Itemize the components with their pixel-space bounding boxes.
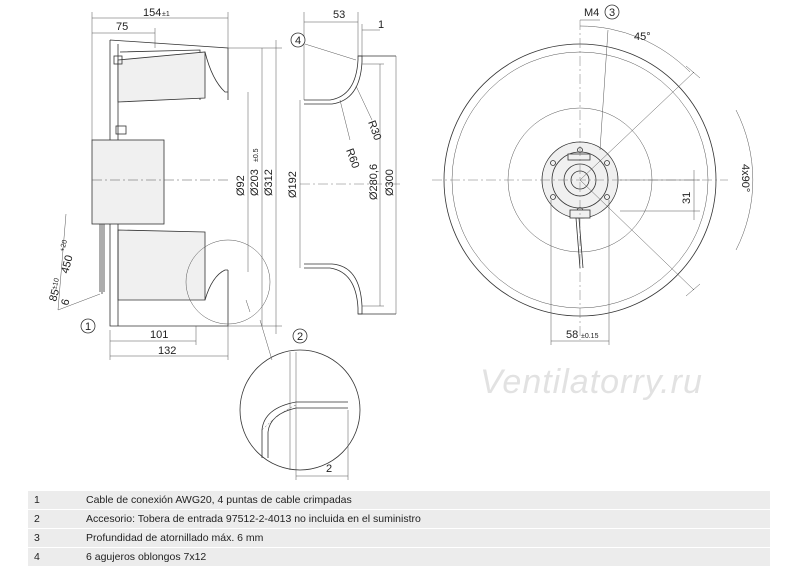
dim-d2806: Ø280,6 bbox=[368, 164, 380, 200]
legend-number: 3 bbox=[28, 528, 80, 548]
dim-101: 101 bbox=[150, 329, 168, 341]
dim-r30: R30 bbox=[365, 119, 383, 142]
dim-45: 45° bbox=[634, 31, 651, 43]
dim-cable: 450 bbox=[59, 254, 75, 275]
callout-1: 1 bbox=[85, 321, 91, 333]
dim-d203-tol: ±0.5 bbox=[253, 148, 260, 162]
callout-3: 3 bbox=[609, 7, 615, 19]
watermark: Ventilatorry.ru bbox=[480, 363, 703, 401]
dim-d203: Ø203 bbox=[249, 169, 261, 196]
legend-number: 1 bbox=[28, 490, 80, 510]
legend-number: 4 bbox=[28, 547, 80, 567]
dim-53: 53 bbox=[333, 9, 345, 21]
dim-detail-2: 2 bbox=[326, 463, 332, 475]
callout-4: 4 bbox=[295, 35, 301, 47]
legend-text: Cable de conexión AWG20, 4 puntas de cab… bbox=[80, 490, 770, 510]
dim-m4: M4 bbox=[584, 7, 599, 19]
dim-d92: Ø92 bbox=[235, 175, 247, 196]
callout-2: 2 bbox=[297, 331, 303, 343]
dim-75: 75 bbox=[116, 21, 128, 33]
front-view: 45° 4x90° M4 3 31 58 ±0.15 bbox=[432, 4, 754, 345]
drawing-canvas: Ventilatorry.ru 154 ±1 75 Ø92 bbox=[47, 4, 754, 480]
dim-r60: R60 bbox=[343, 147, 361, 170]
dim-31: 31 bbox=[681, 192, 693, 204]
technical-drawing: Ventilatorry.ru 154 ±1 75 Ø92 bbox=[47, 4, 754, 480]
dim-6: 6 bbox=[59, 298, 72, 307]
dim-strip: 85 bbox=[47, 288, 62, 303]
dim-1: 1 bbox=[378, 19, 384, 31]
dim-154-tol: ±1 bbox=[162, 11, 170, 18]
side-view: 154 ±1 75 Ø92 Ø203 ±0.5 Ø312 bbox=[47, 7, 282, 360]
dim-132: 132 bbox=[158, 345, 176, 357]
dim-cable-tol: +20 bbox=[59, 239, 69, 252]
detail-2: 2 2 bbox=[239, 299, 361, 480]
dim-strip-tol: ±10 bbox=[51, 277, 61, 290]
dim-d300: Ø300 bbox=[384, 169, 396, 196]
legend-number: 2 bbox=[28, 509, 80, 529]
dim-d192: Ø192 bbox=[287, 171, 299, 198]
legend-text: 6 agujeros oblongos 7x12 bbox=[80, 547, 770, 567]
dim-154: 154 bbox=[143, 7, 161, 19]
dim-4x90: 4x90° bbox=[739, 164, 751, 192]
dim-58-tol: ±0.15 bbox=[581, 333, 599, 340]
dim-d312: Ø312 bbox=[263, 169, 275, 196]
dim-58: 58 bbox=[566, 329, 578, 341]
legend-text: Accesorio: Tobera de entrada 97512-2-401… bbox=[80, 509, 770, 529]
legend-text: Profundidad de atornillado máx. 6 mm bbox=[80, 528, 770, 548]
section-view: 53 1 Ø192 Ø280,6 Ø300 R60 R30 4 bbox=[287, 9, 400, 315]
